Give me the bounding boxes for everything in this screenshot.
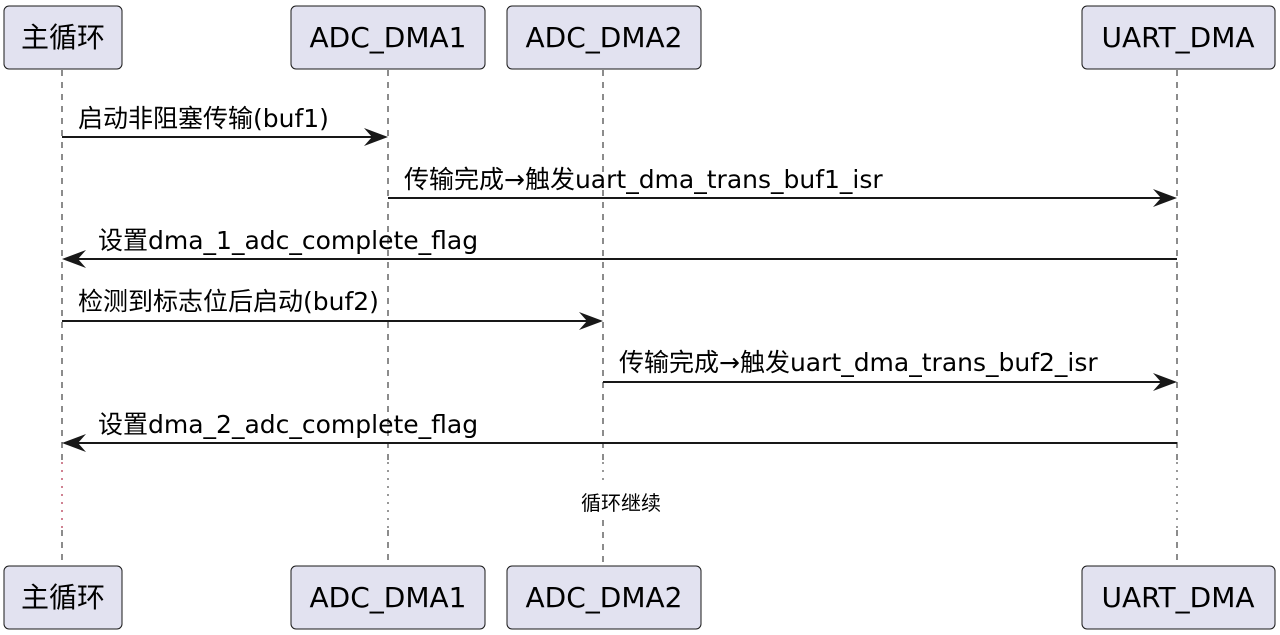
participant-adc1-top: ADC_DMA1 (290, 5, 486, 70)
arrow-right-icon (364, 128, 388, 146)
message-label: 传输完成→触发uart_dma_trans_buf2_isr (619, 348, 1098, 377)
participant-label: UART_DMA (1101, 21, 1254, 54)
participant-label: 主循环 (21, 581, 105, 614)
message-label: 设置dma_1_adc_complete_flag (98, 226, 478, 255)
message-4: 检测到标志位后启动(buf2) (62, 287, 603, 330)
participant-label: ADC_DMA1 (310, 21, 467, 54)
participant-uart-top: UART_DMA (1081, 5, 1276, 70)
message-3: 设置dma_1_adc_complete_flag (62, 226, 1177, 268)
participant-label: ADC_DMA1 (310, 581, 467, 614)
message-1: 启动非阻塞传输(buf1) (62, 104, 388, 146)
participant-main-bottom: 主循环 (3, 565, 123, 630)
participant-adc2-bottom: ADC_DMA2 (506, 565, 702, 630)
arrow-left-icon (62, 434, 86, 452)
participant-label: ADC_DMA2 (526, 21, 683, 54)
message-2: 传输完成→触发uart_dma_trans_buf1_isr (388, 165, 1177, 207)
divider-label: 循环继续 (581, 491, 661, 515)
participant-adc1-bottom: ADC_DMA1 (290, 565, 486, 630)
arrow-right-icon (579, 312, 603, 330)
arrow-left-icon (62, 250, 86, 268)
participant-label: ADC_DMA2 (526, 581, 683, 614)
message-5: 传输完成→触发uart_dma_trans_buf2_isr (603, 348, 1177, 391)
message-label: 传输完成→触发uart_dma_trans_buf1_isr (404, 165, 883, 194)
participant-uart-bottom: UART_DMA (1081, 565, 1276, 630)
arrow-right-icon (1153, 373, 1177, 391)
message-label: 设置dma_2_adc_complete_flag (98, 410, 478, 439)
participant-adc2-top: ADC_DMA2 (506, 5, 702, 70)
message-label: 检测到标志位后启动(buf2) (78, 287, 379, 316)
participant-main-top: 主循环 (3, 5, 123, 70)
participant-label: UART_DMA (1101, 581, 1254, 614)
message-6: 设置dma_2_adc_complete_flag (62, 410, 1177, 452)
arrow-right-icon (1153, 189, 1177, 207)
participant-label: 主循环 (21, 21, 105, 54)
message-label: 启动非阻塞传输(buf1) (78, 104, 329, 133)
